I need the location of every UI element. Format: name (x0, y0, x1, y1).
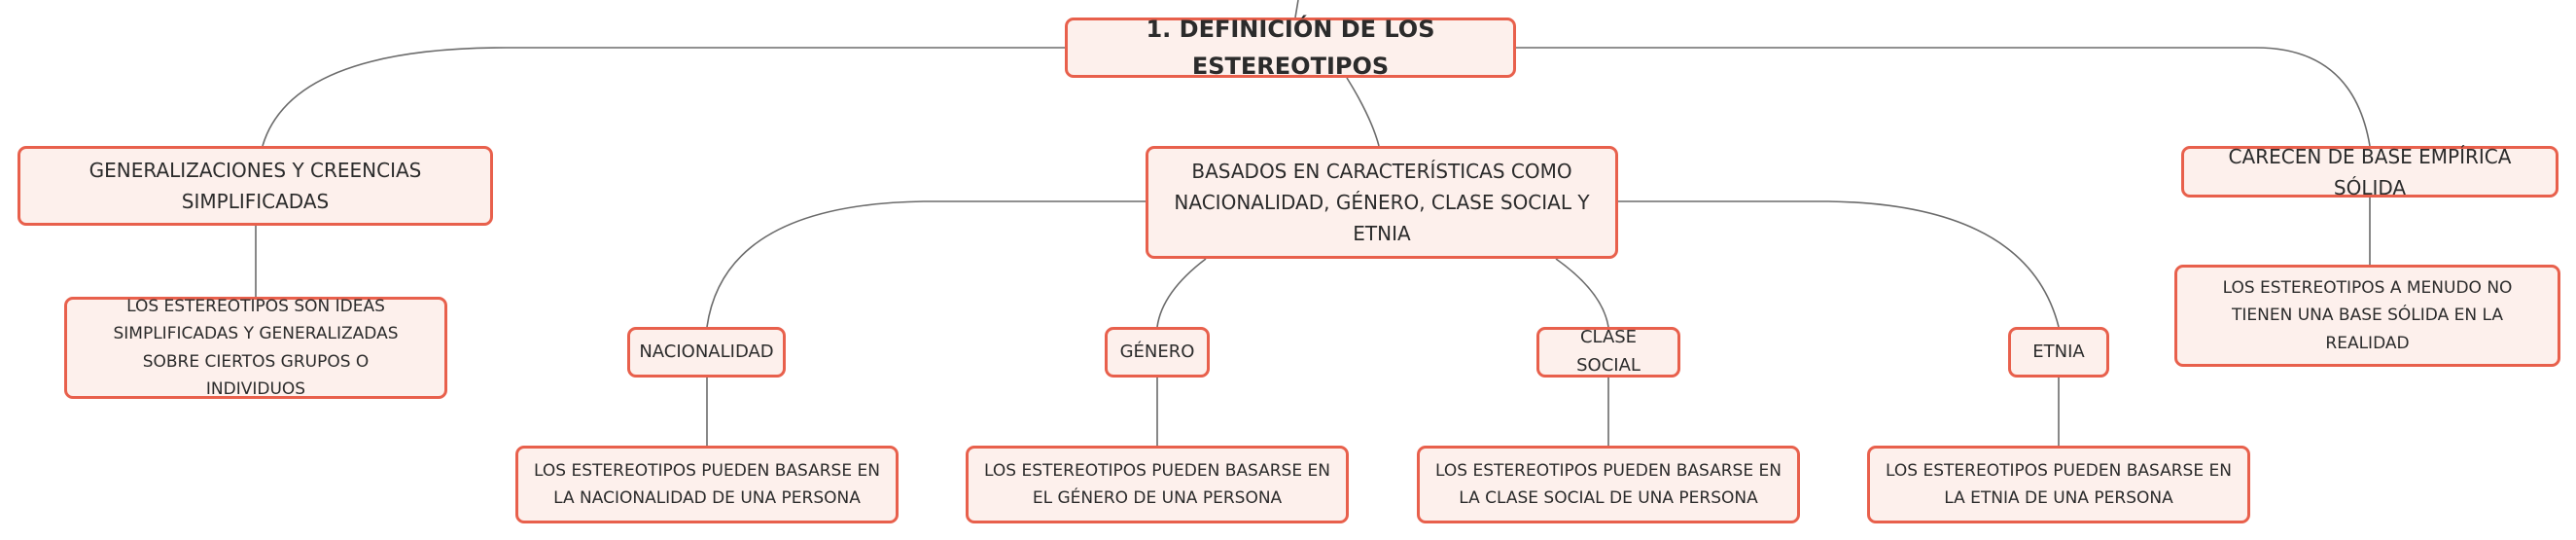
connector-center-nacionalidad (706, 200, 1146, 328)
connector-root-right (1516, 47, 2371, 147)
topic-nacionalidad[interactable]: NACIONALIDAD (627, 327, 786, 378)
topic-etnia[interactable]: ETNIA (2008, 327, 2109, 378)
connector-center-genero (1156, 258, 1207, 328)
connector-center-etnia (1618, 200, 2060, 328)
topic-carecen-base[interactable]: CARECEN DE BASE EMPÍRICA SÓLIDA (2181, 145, 2558, 199)
connector-root-center (1346, 77, 1380, 147)
topic-genero[interactable]: GÉNERO (1105, 327, 1210, 378)
connector-center-clase (1555, 258, 1609, 328)
topic-clase-social[interactable]: CLASE SOCIAL (1536, 327, 1680, 378)
detail-genero[interactable]: LOS ESTEREOTIPOS PUEDEN BASARSE EN EL GÉ… (966, 446, 1349, 523)
detail-clase-social[interactable]: LOS ESTEREOTIPOS PUEDEN BASARSE EN LA CL… (1417, 446, 1800, 523)
topic-basados-caracteristicas[interactable]: BASADOS EN CARACTERÍSTICAS COMO NACIONAL… (1146, 146, 1618, 259)
root-topic[interactable]: 1. DEFINICIÓN DE LOS ESTEREOTIPOS (1065, 16, 1516, 80)
detail-nacionalidad[interactable]: LOS ESTEREOTIPOS PUEDEN BASARSE EN LA NA… (515, 446, 899, 523)
detail-etnia[interactable]: LOS ESTEREOTIPOS PUEDEN BASARSE EN LA ET… (1867, 446, 2250, 523)
topic-generalizaciones[interactable]: GENERALIZACIONES Y CREENCIAS SIMPLIFICAD… (18, 146, 493, 226)
connector-root-left (262, 47, 1065, 147)
detail-generalizaciones[interactable]: LOS ESTEREOTIPOS SON IDEAS SIMPLIFICADAS… (64, 297, 447, 399)
detail-carecen-base[interactable]: LOS ESTEREOTIPOS A MENUDO NO TIENEN UNA … (2174, 265, 2560, 367)
connector-root-up (1294, 0, 1299, 18)
